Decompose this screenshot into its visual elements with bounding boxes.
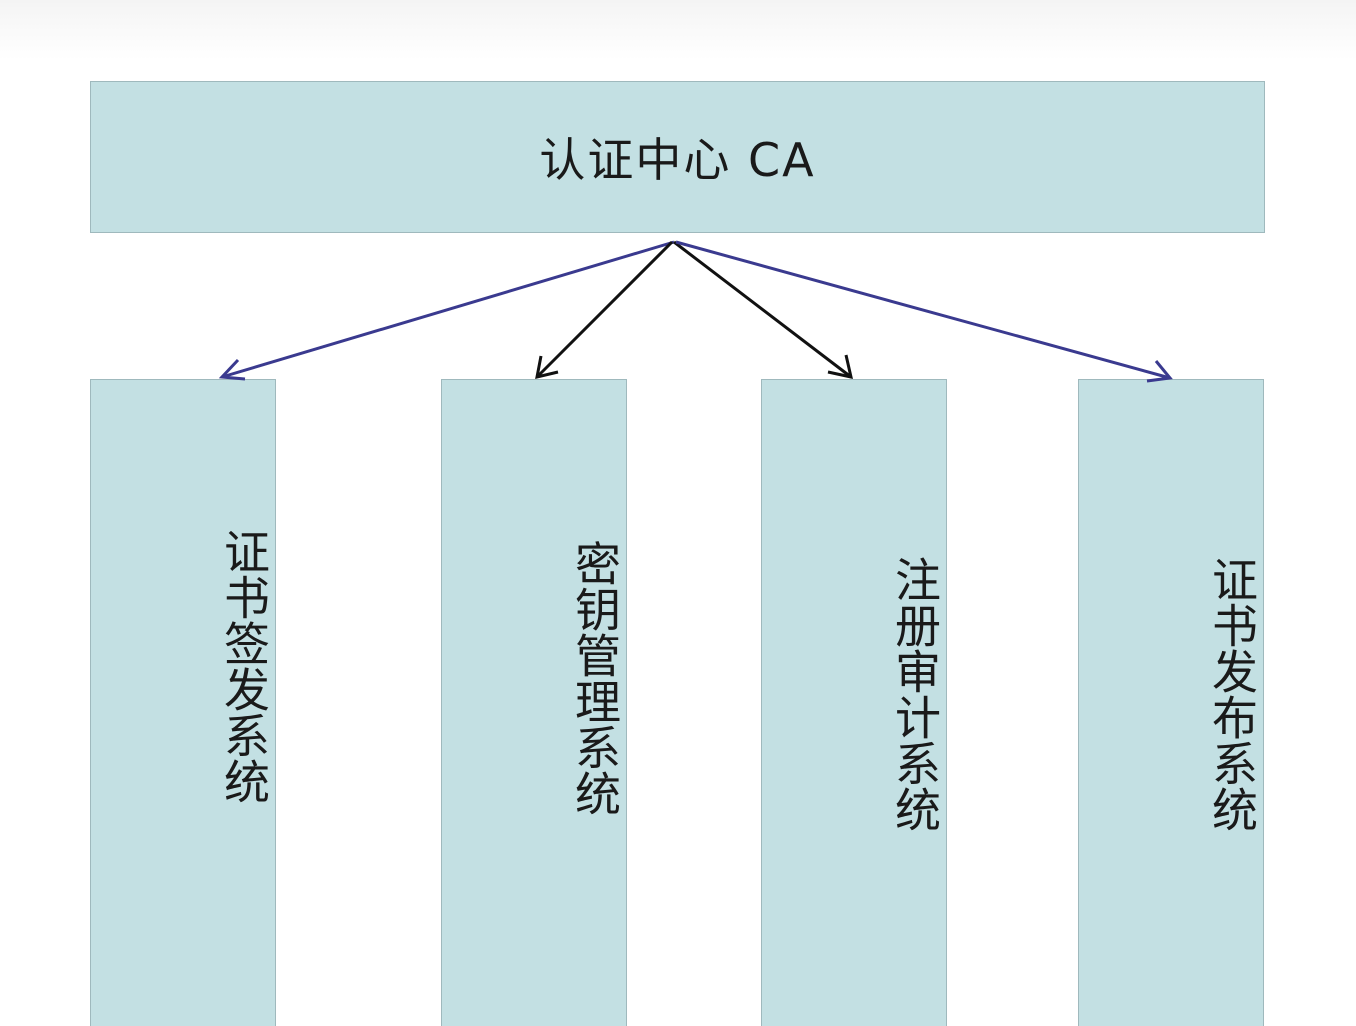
child-node-label: 证书签发系统 — [217, 528, 271, 804]
root-node-ca: 认证中心 CA — [90, 81, 1265, 233]
child-node-label: 密钥管理系统 — [568, 540, 622, 816]
child-node-certificate-publishing: 证书发布系统 — [1078, 379, 1264, 1026]
child-node-registration-audit: 注册审计系统 — [761, 379, 947, 1026]
arrow-to-registration-audit — [673, 240, 853, 379]
child-node-certificate-issuance: 证书签发系统 — [90, 379, 276, 1026]
child-node-label: 注册审计系统 — [888, 556, 942, 832]
arrow-to-certificate-issuance — [218, 240, 675, 381]
arrow-to-key-management — [535, 240, 674, 379]
arrow-to-certificate-publishing — [675, 240, 1173, 383]
root-node-label: 认证中心 CA — [539, 133, 816, 187]
child-node-label: 证书发布系统 — [1205, 556, 1259, 832]
child-node-key-management: 密钥管理系统 — [441, 379, 627, 1026]
